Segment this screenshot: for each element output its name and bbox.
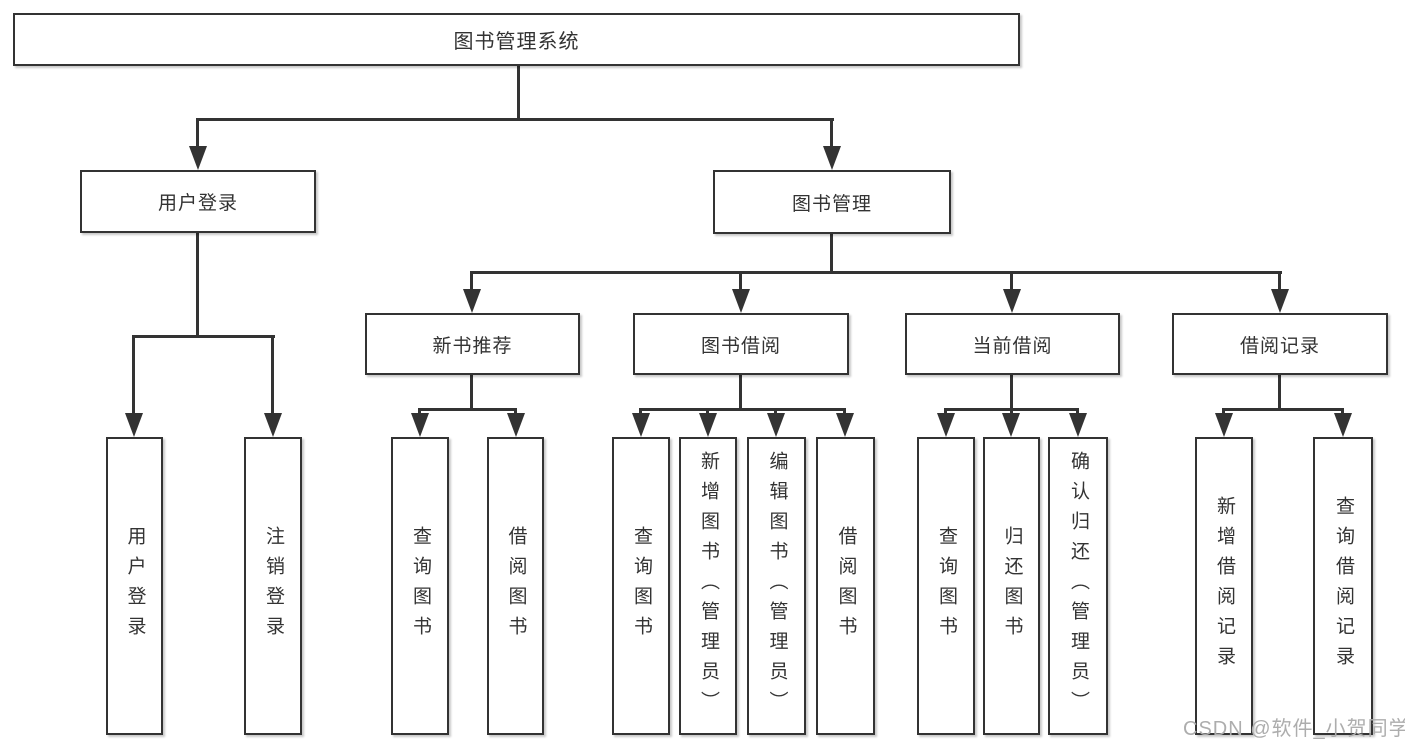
leaf-borrow-borrow-books: 借阅图书 (816, 437, 875, 735)
leaf-user-login: 用户登录 (106, 437, 163, 735)
node-label: 当前借阅 (972, 335, 1053, 357)
arrow-down-icon (767, 413, 785, 437)
leaf-logout: 注销登录 (244, 437, 302, 735)
leaf-label: 查询图书 (630, 526, 652, 646)
node-label: 用户登录 (157, 193, 238, 214)
leaf-label: 查询借阅记录 (1332, 496, 1354, 676)
leaf-label: 查询图书 (935, 526, 957, 646)
connector-level3-bar (471, 271, 1282, 274)
leaf-label: 借阅图书 (505, 526, 527, 646)
arrow-down-icon (125, 413, 143, 437)
leaf-label: 查询图书 (409, 526, 431, 646)
leaf-label: 新增借阅记录 (1213, 496, 1235, 676)
node-label: 图书借阅 (700, 335, 781, 357)
arrow-down-icon (937, 413, 955, 437)
leaf-label: 借阅图书 (835, 526, 857, 646)
node-book-management: 图书管理 (713, 170, 951, 234)
arrow-down-icon (836, 413, 854, 437)
leaf-label: 新增图书（管理员） (697, 451, 719, 721)
leaf-current-confirm-return-admin: 确认归还（管理员） (1048, 437, 1108, 735)
arrow-down-icon (1003, 289, 1021, 313)
leaf-records-query-record: 查询借阅记录 (1313, 437, 1373, 735)
arrow-down-icon (189, 146, 207, 170)
connector-records-bar (1223, 408, 1344, 411)
node-library-system: 图书管理系统 (13, 13, 1020, 66)
connector-level3-drop (1278, 271, 1281, 293)
connector-newbook-bar (419, 408, 517, 411)
leaf-newbook-query-books: 查询图书 (391, 437, 449, 735)
leaf-label: 编辑图书（管理员） (766, 451, 788, 721)
node-book-borrow: 图书借阅 (633, 313, 849, 375)
connector-book-management-drop (830, 118, 833, 152)
node-current-borrow: 当前借阅 (905, 313, 1120, 375)
connector-currentborrow-stem (1010, 375, 1013, 411)
connector-level3-drop (739, 271, 742, 293)
leaf-newbook-borrow-books: 借阅图书 (487, 437, 544, 735)
connector-leaf-drop (132, 335, 135, 417)
connector-user-login-bar (133, 335, 275, 338)
leaf-records-add-record: 新增借阅记录 (1195, 437, 1253, 735)
leaf-borrow-edit-books-admin: 编辑图书（管理员） (747, 437, 806, 735)
node-label: 图书管理系统 (453, 31, 580, 53)
connector-book-management-stem (830, 234, 833, 273)
watermark: CSDN @软件_小贺同学 (1183, 718, 1405, 740)
arrow-down-icon (1334, 413, 1352, 437)
arrow-down-icon (1002, 413, 1020, 437)
node-label: 图书管理 (791, 193, 872, 215)
node-user-login: 用户登录 (80, 170, 316, 233)
connector-root-stem (517, 66, 520, 120)
arrow-down-icon (1069, 413, 1087, 437)
node-label: 借阅记录 (1239, 335, 1320, 357)
arrow-down-icon (632, 413, 650, 437)
leaf-label: 注销登录 (262, 526, 284, 646)
connector-level3-drop (1010, 271, 1013, 293)
arrow-down-icon (507, 413, 525, 437)
connector-records-stem (1278, 375, 1281, 411)
arrow-down-icon (1215, 413, 1233, 437)
leaf-borrow-add-books-admin: 新增图书（管理员） (679, 437, 737, 735)
connector-user-login-drop (196, 118, 199, 152)
arrow-down-icon (699, 413, 717, 437)
connector-level3-drop (470, 271, 473, 293)
arrow-down-icon (264, 413, 282, 437)
leaf-label: 用户登录 (124, 526, 146, 646)
arrow-down-icon (411, 413, 429, 437)
arrow-down-icon (823, 146, 841, 170)
connector-leaf-drop (271, 335, 274, 417)
leaf-borrow-query-books: 查询图书 (612, 437, 670, 735)
node-label: 新书推荐 (432, 335, 513, 357)
connector-bookborrow-stem (739, 375, 742, 411)
arrow-down-icon (1271, 289, 1289, 313)
connector-user-login-stem (196, 233, 199, 337)
arrow-down-icon (732, 289, 750, 313)
connector-bookborrow-bar (640, 408, 846, 411)
arrow-down-icon (463, 289, 481, 313)
connector-level2-bar (196, 118, 834, 121)
leaf-label: 确认归还（管理员） (1067, 451, 1089, 721)
leaf-current-return-books: 归还图书 (983, 437, 1040, 735)
node-borrow-records: 借阅记录 (1172, 313, 1388, 375)
node-new-book-recommend: 新书推荐 (365, 313, 580, 375)
leaf-label: 归还图书 (1001, 526, 1023, 646)
leaf-current-query-books: 查询图书 (917, 437, 975, 735)
connector-newbook-stem (470, 375, 473, 411)
